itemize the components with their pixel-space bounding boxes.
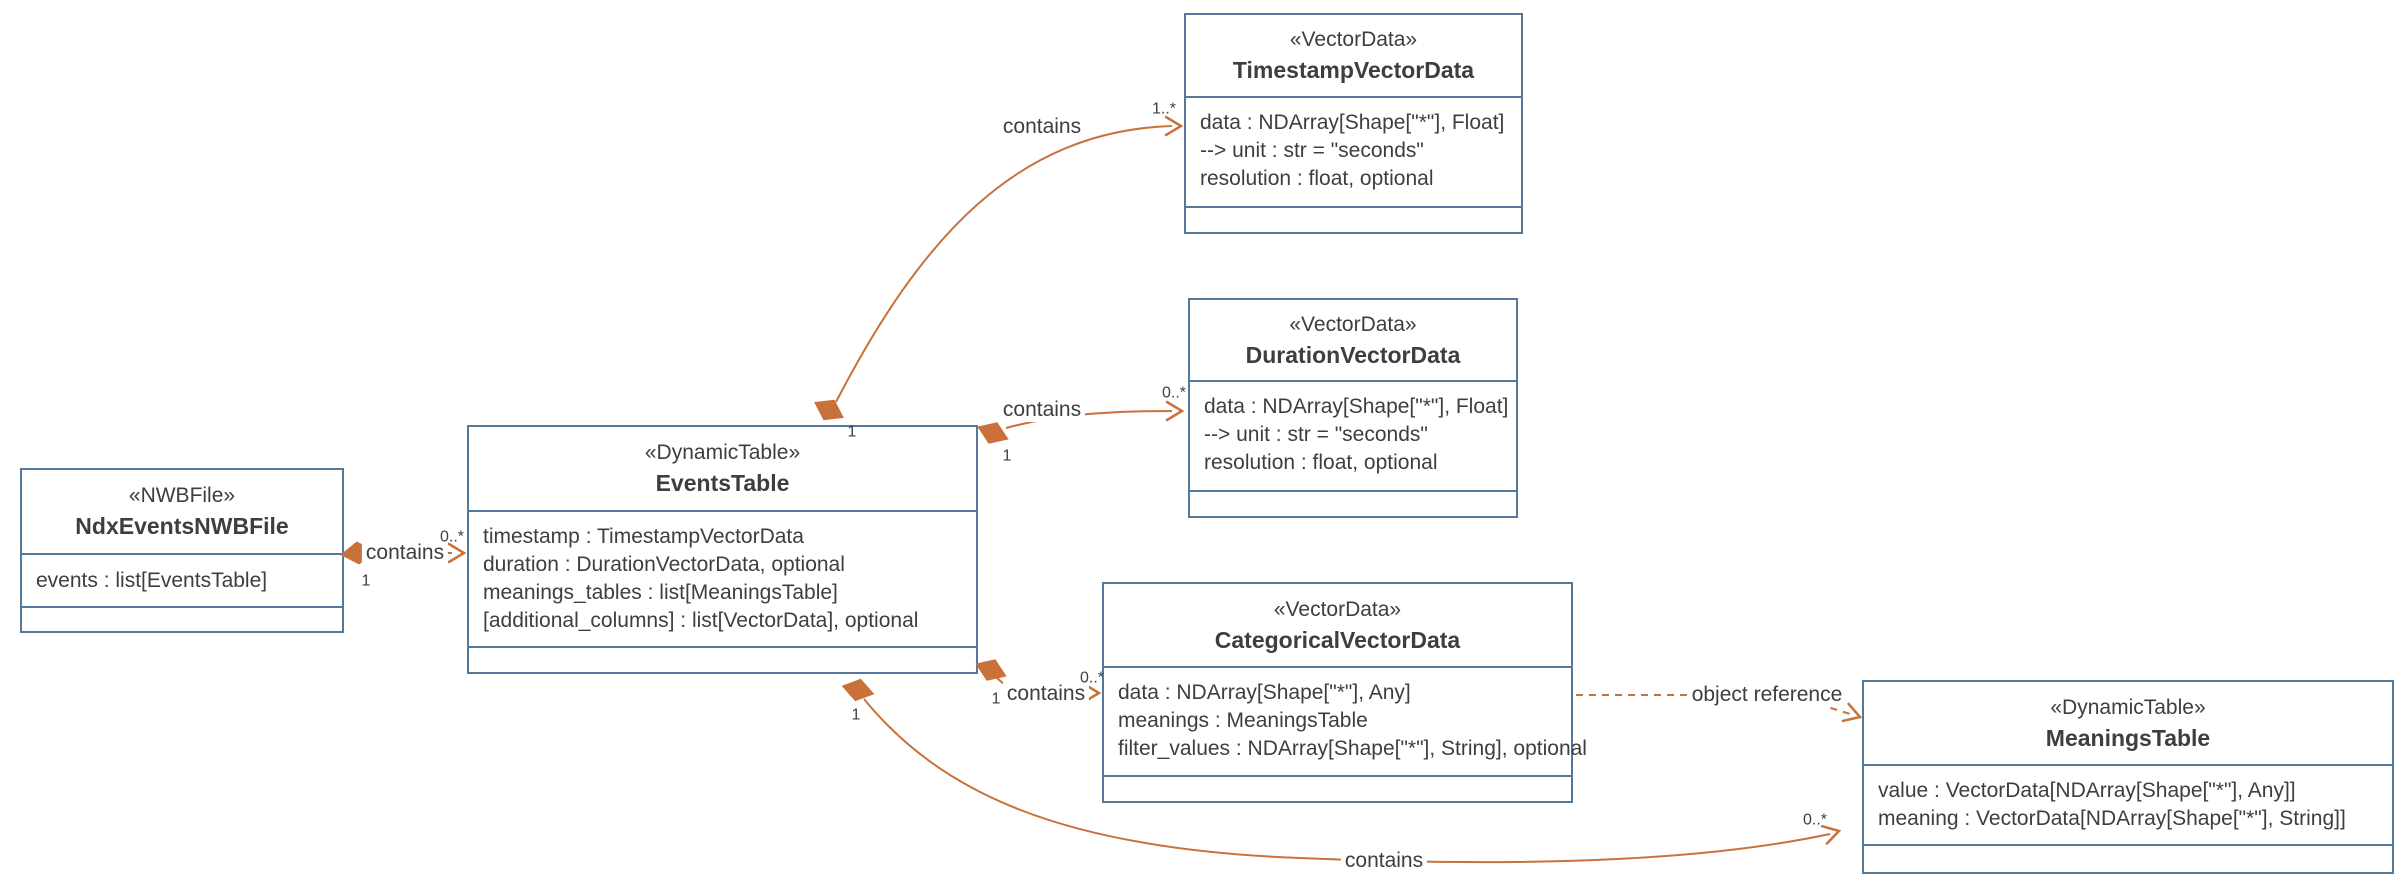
class-attribute: filter_values : NDArray[Shape["*"], Stri… (1118, 737, 1587, 760)
class-attribute: data : NDArray[Shape["*"], Float] (1204, 395, 1509, 418)
class-header: «NWBFile» NdxEventsNWBFile (22, 470, 342, 553)
multiplicity-target: 0..* (439, 528, 465, 546)
class-attribute: value : VectorData[NDArray[Shape["*"], A… (1878, 779, 2296, 802)
multiplicity-source: 1 (991, 690, 1001, 708)
class-attributes: data : NDArray[Shape["*"], Any] meanings … (1104, 666, 1587, 775)
class-attribute: [additional_columns] : list[VectorData],… (483, 609, 919, 632)
class-attributes: data : NDArray[Shape["*"], Float] --> uni… (1190, 380, 1516, 490)
class-stereotype: «VectorData» (1289, 28, 1418, 51)
arrowhead-icon (1841, 702, 1863, 723)
class-box-meaningstable: «DynamicTable» MeaningsTable value : Vec… (1862, 680, 2394, 874)
relationship-label-contains: contains (998, 398, 1086, 422)
class-stereotype: «DynamicTable» (644, 441, 801, 464)
class-box-ndxeventsnwbfile: «NWBFile» NdxEventsNWBFile events : list… (20, 468, 344, 633)
class-methods-compartment (1104, 775, 1571, 801)
class-header: «DynamicTable» MeaningsTable (1864, 682, 2392, 764)
class-name: DurationVectorData (1245, 341, 1461, 368)
class-attribute: meanings : MeaningsTable (1118, 709, 1368, 732)
class-header: «DynamicTable» EventsTable (469, 427, 976, 510)
multiplicity-source: 1 (851, 706, 861, 724)
multiplicity-source: 1 (847, 423, 857, 441)
multiplicity-target: 0..* (1802, 811, 1828, 829)
relationship-label-contains: contains (1340, 849, 1428, 873)
arrowhead-icon (447, 542, 467, 564)
class-header: «VectorData» CategoricalVectorData (1104, 584, 1571, 666)
class-attribute: --> unit : str = "seconds" (1200, 139, 1424, 162)
class-attribute: --> unit : str = "seconds" (1204, 423, 1428, 446)
relationship-label-contains: contains (1002, 682, 1090, 706)
class-attributes: timestamp : TimestampVectorData duration … (469, 510, 976, 646)
class-header: «VectorData» DurationVectorData (1190, 300, 1516, 380)
multiplicity-target: 0..* (1161, 384, 1187, 402)
composition-diamond (841, 678, 875, 702)
class-stereotype: «DynamicTable» (2050, 695, 2206, 719)
class-name: TimestampVectorData (1232, 57, 1475, 83)
class-box-eventstable: «DynamicTable» EventsTable timestamp : T… (467, 425, 978, 674)
relationship-label-contains: contains (361, 541, 449, 565)
class-methods-compartment (1190, 490, 1516, 516)
class-box-durationvectordata: «VectorData» DurationVectorData data : N… (1188, 298, 1518, 518)
class-attribute: resolution : float, optional (1204, 451, 1438, 474)
multiplicity-source: 1 (1002, 447, 1012, 465)
class-attribute: events : list[EventsTable] (36, 568, 268, 592)
class-methods-compartment (469, 646, 976, 672)
class-methods-compartment (22, 606, 342, 631)
class-attributes: events : list[EventsTable] (22, 553, 342, 606)
class-header: «VectorData» TimestampVectorData (1186, 15, 1521, 96)
class-methods-compartment (1186, 206, 1521, 232)
class-attribute: data : NDArray[Shape["*"], Any] (1118, 681, 1411, 704)
connector-eventstable-timestampvectordata (835, 125, 1173, 403)
class-attribute: meaning : VectorData[NDArray[Shape["*"],… (1878, 807, 2346, 830)
class-attribute: resolution : float, optional (1200, 167, 1434, 190)
multiplicity-target: 1..* (1151, 100, 1177, 118)
class-methods-compartment (1864, 844, 2392, 872)
class-attribute: timestamp : TimestampVectorData (483, 525, 804, 548)
class-box-categoricalvectordata: «VectorData» CategoricalVectorData data … (1102, 582, 1587, 803)
class-name: EventsTable (655, 470, 790, 496)
class-stereotype: «VectorData» (1289, 312, 1417, 336)
class-box-timestampvectordata: «VectorData» TimestampVectorData data : … (1184, 13, 1523, 234)
composition-diamond (814, 399, 844, 421)
class-name: NdxEventsNWBFile (75, 513, 289, 539)
class-stereotype: «VectorData» (1273, 597, 1402, 621)
class-name: CategoricalVectorData (1214, 626, 1461, 653)
arrowhead-icon (1164, 115, 1184, 137)
class-attribute: duration : DurationVectorData, optional (483, 553, 845, 576)
class-name: MeaningsTable (2045, 724, 2211, 751)
class-attributes: value : VectorData[NDArray[Shape["*"], A… (1864, 764, 2392, 844)
arrowhead-icon (1165, 400, 1185, 422)
relationship-label-contains: contains (998, 115, 1086, 139)
relationship-label-object-reference: object reference (1687, 683, 1847, 707)
class-attribute: data : NDArray[Shape["*"], Float] (1200, 111, 1505, 134)
class-attribute: meanings_tables : list[MeaningsTable] (483, 581, 838, 604)
class-stereotype: «NWBFile» (128, 484, 236, 507)
multiplicity-source: 1 (361, 572, 371, 590)
multiplicity-target: 0..* (1079, 669, 1105, 687)
class-attributes: data : NDArray[Shape["*"], Float] --> uni… (1186, 96, 1521, 206)
